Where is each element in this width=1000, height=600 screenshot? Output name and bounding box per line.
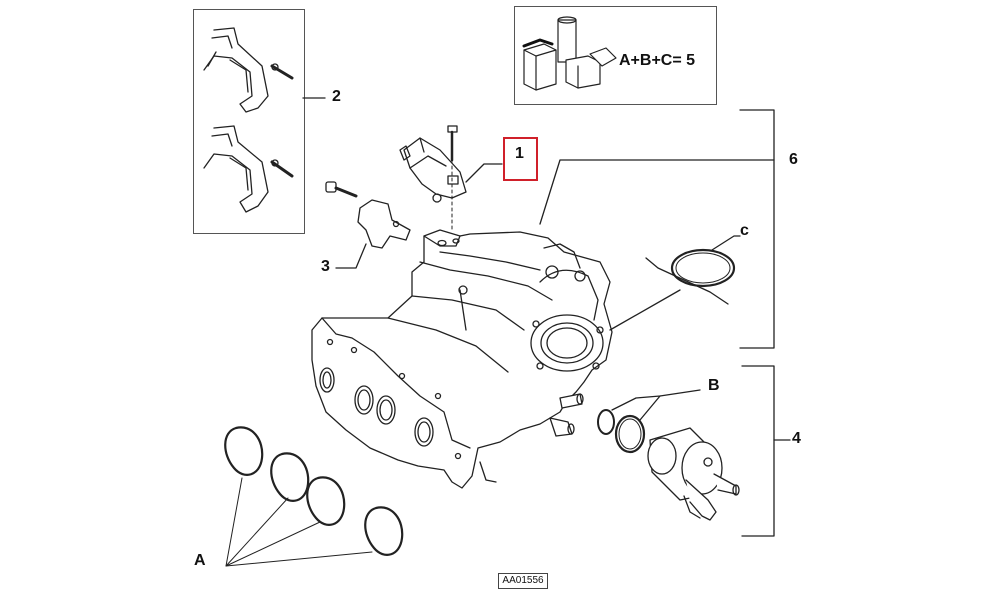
electric-valve: [647, 427, 740, 521]
callout-label-4: 4: [792, 430, 801, 447]
kit-boxes-icon: [522, 16, 617, 91]
screw-upper: [270, 63, 294, 80]
callout-label-3: 3: [321, 258, 330, 275]
callout-label-1[interactable]: 1: [515, 145, 524, 162]
screw-lower: [270, 159, 294, 178]
bracket-clip-lower: [203, 125, 269, 213]
reference-code: AA01556: [498, 573, 548, 589]
callout-label-c: c: [740, 222, 749, 239]
sensor-screw: [447, 125, 458, 162]
mounting-bracket: [357, 199, 411, 249]
callout-label-b: B: [708, 377, 720, 394]
kit-formula: A+B+C= 5: [619, 52, 696, 69]
kit-inset-box: [514, 6, 717, 105]
bracket-clip-upper: [203, 27, 269, 113]
seal-b-small: [597, 409, 615, 435]
callout-label-2: 2: [332, 88, 341, 105]
callout-1-highlight[interactable]: [503, 137, 538, 181]
seal-c: [670, 248, 736, 288]
seals-a-group: [224, 426, 404, 556]
seal-b-large: [614, 414, 646, 454]
callout-label-6: 6: [789, 151, 798, 168]
intake-manifold: [311, 229, 613, 489]
callout-label-a: A: [194, 552, 206, 569]
pressure-sensor: [399, 137, 467, 203]
bracket-bolt: [325, 181, 358, 198]
bracket-inset-box: [193, 9, 305, 234]
